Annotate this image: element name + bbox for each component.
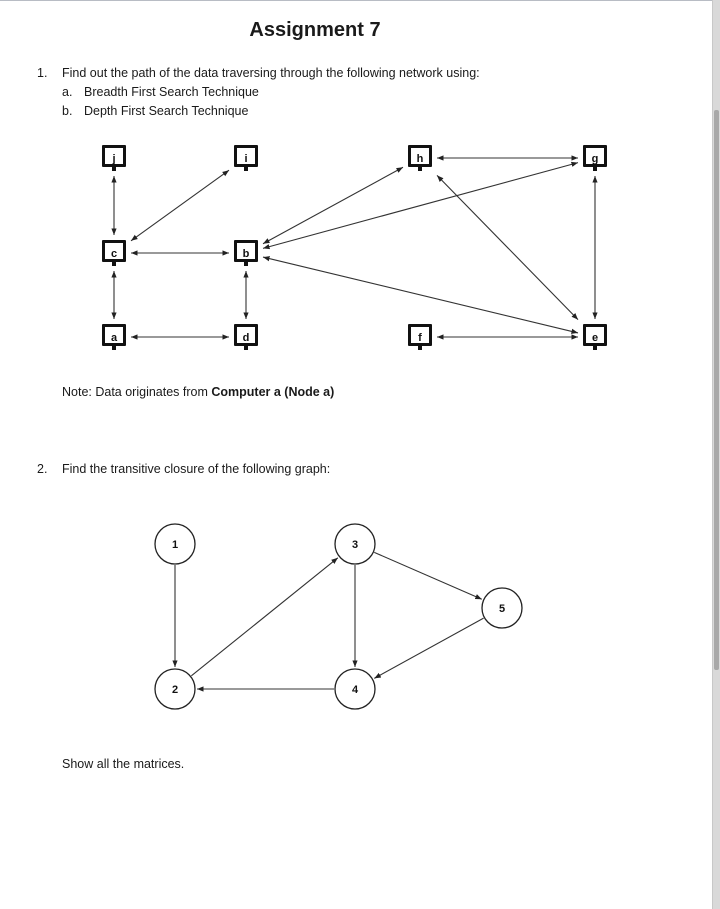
graph-edge-2-3 [191, 557, 339, 677]
question-1-text: Find out the path of the data traversing… [62, 66, 480, 80]
note-origin: Computer a (Node a) [211, 385, 335, 399]
computer-node-label: g [592, 153, 599, 165]
question-1-number: 1. [37, 66, 48, 80]
graph-node-label: 2 [172, 684, 178, 696]
graph-edge-3-5 [374, 551, 483, 600]
computer-node-a: a [102, 324, 126, 350]
computer-node-i: i [234, 145, 258, 171]
computer-node-h: h [408, 145, 432, 171]
computer-node-d: d [234, 324, 258, 350]
computer-node-label: a [111, 332, 118, 344]
note-prefix: Note: Data originates from [62, 385, 212, 399]
graph-node-label: 3 [352, 539, 358, 551]
computer-node-label: b [243, 248, 250, 260]
page-title: Assignment 7 [249, 19, 381, 41]
network-edge-b-e [262, 256, 579, 334]
question-1-option-b-label: b. [62, 104, 73, 118]
computer-node-j: j [102, 145, 126, 171]
computer-node-label: d [243, 332, 250, 344]
network-edge-b-h [262, 166, 404, 245]
computer-node-label: e [592, 332, 598, 344]
computer-node-g: g [583, 145, 607, 171]
graph-node-1: 1 [154, 523, 196, 565]
question-1-option-a: Breadth First Search Technique [84, 85, 259, 99]
show-matrices-text: Show all the matrices. [62, 757, 185, 771]
network-edge-c-i [130, 169, 230, 242]
question-2-number: 2. [37, 462, 48, 476]
graph-node-label: 4 [352, 684, 359, 696]
graph-node-label: 1 [172, 539, 178, 551]
network-edge-b-g [262, 161, 579, 250]
computer-node-c: c [102, 240, 126, 266]
computer-node-e: e [583, 324, 607, 350]
graph-node-4: 4 [334, 668, 376, 710]
top-border [0, 0, 720, 1]
computer-node-f: f [408, 324, 432, 350]
graph-node-5: 5 [481, 587, 523, 629]
network-note: Note: Data originates from Computer a (N… [62, 385, 334, 399]
graph-node-3: 3 [334, 523, 376, 565]
computer-node-label: i [244, 153, 247, 165]
graph-edges [172, 551, 484, 692]
question-1-option-b: Depth First Search Technique [84, 104, 249, 118]
network-edge-h-e [436, 175, 579, 320]
graph-node-2: 2 [154, 668, 196, 710]
graph-nodes: 1 2 3 4 5 [154, 523, 523, 710]
computer-node-label: h [417, 153, 424, 165]
network-nodes: j i h g c b a d f e [102, 145, 607, 350]
network-edges [111, 155, 598, 340]
computer-node-b: b [234, 240, 258, 266]
scrollbar-thumb[interactable] [714, 110, 719, 670]
computer-node-label: f [418, 332, 422, 344]
computer-node-label: j [111, 153, 115, 165]
scrollbar[interactable] [712, 0, 720, 909]
graph-edge-5-4 [374, 617, 484, 679]
graph-node-label: 5 [499, 603, 505, 615]
question-1-option-a-label: a. [62, 85, 73, 99]
question-2-text: Find the transitive closure of the follo… [62, 462, 331, 476]
computer-node-label: c [111, 248, 117, 260]
